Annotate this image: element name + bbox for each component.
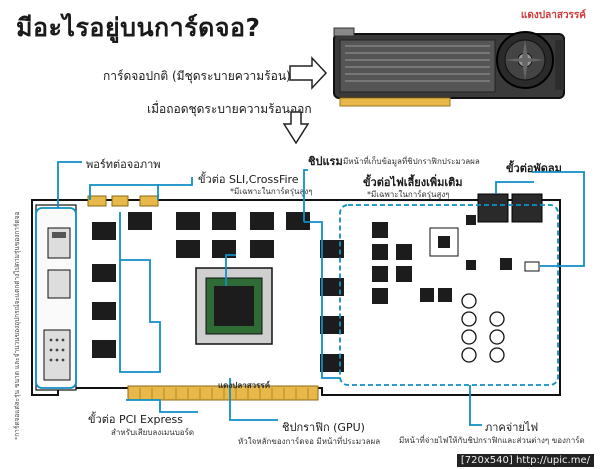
gpu-label: ชิปกราฟิก (GPU): [282, 421, 365, 434]
pcie-desc: สำหรับเสียบลงเมนบอร์ด: [111, 428, 195, 437]
right-arrow-icon: [289, 56, 328, 90]
board-marking: แดงปลาสวรรค์: [218, 381, 271, 390]
removed-cooler-label: เมื่อถอดชุดระบายความร้อนออก: [147, 102, 312, 116]
power-connector-note: *มีเฉพาะในการ์ดรุ่นสูงๆ: [367, 190, 450, 199]
sli-note: *มีเฉพาะในการ์ดรุ่นสูงๆ: [230, 187, 313, 196]
watermark: [720x540] http://upic.me/: [456, 454, 594, 467]
gpu-chip: [195, 267, 273, 345]
down-arrow-icon: [282, 111, 310, 145]
author-credit: แดงปลาสวรรค์: [520, 10, 586, 21]
display-ports-label: พอร์ทต่อจอภาพ: [86, 158, 161, 171]
power-connector-label: ขั้วต่อไฟเลี้ยงเพิ่มเติม: [363, 176, 463, 189]
page-title: มีอะไรอยู่บนการ์ดจอ?: [16, 13, 261, 42]
power-section-label: ภาคจ่ายไฟ: [485, 421, 539, 434]
normal-card-label: การ์ดจอปกติ (มีชุดระบายความร้อน): [103, 69, 291, 83]
sli-label: ขั้วต่อ SLI,CrossFire: [198, 173, 299, 186]
pcb-board: [31, 193, 561, 401]
vram-label: ชิปแรม: [308, 155, 343, 168]
gpu-desc: หัวใจหลักของการ์ดจอ มีหน้าที่ประมวลผล: [238, 437, 381, 446]
power-section-desc: มีหน้าที่จ่ายไฟให้กับชิปกราฟิกและส่วนต่า…: [399, 436, 585, 445]
pcie-label: ขั้วต่อ PCI Express: [88, 413, 183, 426]
vram-desc: มีหน้าที่เก็บข้อมูลที่ชิปกราฟิกประมวลผล: [343, 157, 480, 166]
power-delivery-components: [372, 215, 512, 304]
cooled-card-illustration: [333, 27, 565, 107]
callout-lines: [35, 161, 585, 426]
capacitors: [461, 293, 505, 363]
